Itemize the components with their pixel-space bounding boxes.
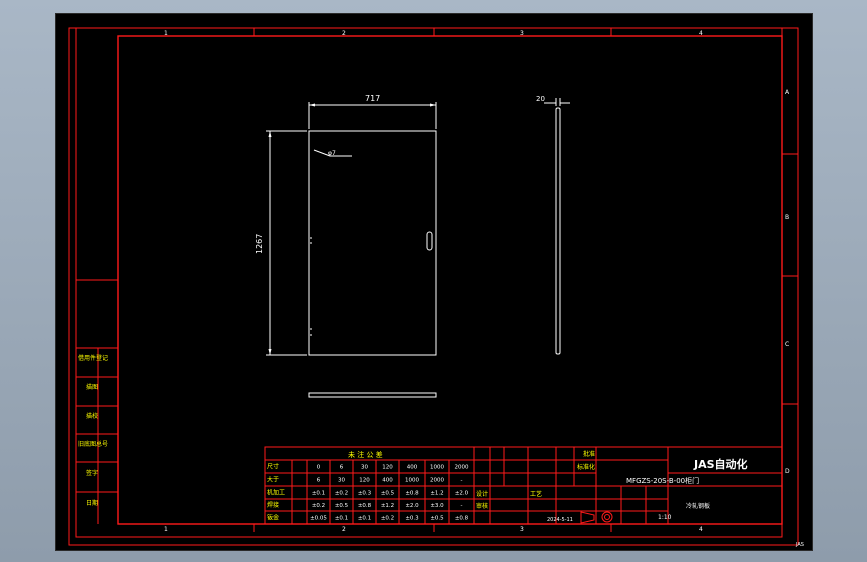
tolerance-cell: ±3.0 xyxy=(430,503,444,509)
tolerance-cell: ±1.2 xyxy=(430,491,443,497)
material-label: 冷轧钢板 xyxy=(686,502,710,510)
dim-arrow-bottom xyxy=(268,349,272,355)
zone-letter-b: B xyxy=(785,214,789,221)
dim-arrow-top xyxy=(268,131,272,137)
dim-arrow-right xyxy=(430,103,436,107)
tolerance-cell: 2000 xyxy=(430,478,444,484)
cad-viewport[interactable]: 1 2 3 4 1 2 3 4 A B C D 借用件登记 描图 描校 旧底图总… xyxy=(55,13,813,551)
zone-letter-a: A xyxy=(785,89,790,96)
zone-top-4: 4 xyxy=(699,30,703,37)
tolerance-cell: 120 xyxy=(382,465,393,471)
tolerance-cell: 1000 xyxy=(405,478,419,484)
tolerance-cell: ±2.0 xyxy=(455,491,469,497)
tolerance-cell: ±0.8 xyxy=(455,516,469,522)
projection-symbol xyxy=(580,511,613,524)
zone-top-1: 1 xyxy=(164,30,168,37)
side-label-trace: 描图 xyxy=(86,383,98,391)
tolerance-cell: ±0.2 xyxy=(335,491,348,497)
company-name: JAS自动化 xyxy=(693,457,748,471)
tolerance-cell: ±2.0 xyxy=(405,503,419,509)
tolerance-cell: 30 xyxy=(361,465,368,471)
tolerance-cell: 2000 xyxy=(455,465,469,471)
inner-frame xyxy=(75,27,783,538)
front-view xyxy=(266,102,437,356)
tolerance-cell: 0 xyxy=(317,465,321,471)
drawing-sheet: 1 2 3 4 1 2 3 4 A B C D 借用件登记 描图 描校 旧底图总… xyxy=(68,27,804,548)
zone-bottom-3: 3 xyxy=(520,526,524,533)
zone-bottom-1: 1 xyxy=(164,526,168,533)
tolerance-cell: ±0.2 xyxy=(381,516,394,522)
tolerance-cell: ±0.2 xyxy=(312,503,325,509)
tolerance-cell: ±0.5 xyxy=(430,516,444,522)
dimension-height: 1267 xyxy=(255,234,264,254)
title-block-grid xyxy=(473,446,783,525)
tolerance-cell: 400 xyxy=(382,478,393,484)
tolerance-cell: 1000 xyxy=(430,465,444,471)
side-label-old-base: 旧底图总号 xyxy=(78,440,108,448)
corner-mark: JAS xyxy=(795,542,804,548)
tolerance-cell: ±0.3 xyxy=(405,516,419,522)
zone-top-2: 2 xyxy=(342,30,346,37)
tolerance-cell: ±0.5 xyxy=(335,503,349,509)
side-view xyxy=(544,98,570,355)
tolerance-row-label: 焊接 xyxy=(267,501,279,509)
tolerance-cell: 400 xyxy=(407,465,418,471)
dimension-hole: φ7 xyxy=(328,150,336,157)
tolerance-cell: ±0.3 xyxy=(358,491,372,497)
tolerance-row-label: 钣金 xyxy=(267,514,279,522)
zone-ticks xyxy=(253,28,798,532)
process-label: 工艺 xyxy=(530,490,542,498)
tolerance-row-label: 尺寸 xyxy=(267,463,279,471)
drawing-border xyxy=(117,35,783,525)
tolerance-cell: 6 xyxy=(340,465,344,471)
zone-letter-c: C xyxy=(785,341,789,348)
dimension-width: 717 xyxy=(365,94,380,103)
tolerance-cell: - xyxy=(461,503,463,509)
tolerance-cell: 6 xyxy=(317,478,321,484)
tolerance-cell: - xyxy=(461,478,463,484)
design-label: 设计 xyxy=(476,490,488,498)
side-label-sign: 签字 xyxy=(86,469,98,477)
side-label-trace-check: 描校 xyxy=(86,412,98,420)
side-label-date: 日期 xyxy=(86,499,98,507)
scale-value: 1:10 xyxy=(658,514,672,521)
drawing-number: MFGZS-20S-B-00柜门 xyxy=(626,476,699,485)
tolerance-cell: ±1.2 xyxy=(381,503,394,509)
standardize-label: 标准化 xyxy=(577,463,595,471)
tolerance-cell: ±0.1 xyxy=(335,516,348,522)
dimension-depth: 20 xyxy=(536,95,545,103)
side-label-borrowed: 借用件登记 xyxy=(78,354,108,362)
dim-arrow-left xyxy=(309,103,315,107)
check-label: 审核 xyxy=(476,502,488,510)
bottom-view xyxy=(308,392,437,398)
left-strip xyxy=(76,279,118,524)
tolerance-title: 未 注 公 差 xyxy=(348,450,383,459)
zone-bottom-4: 4 xyxy=(699,526,703,533)
zone-top-3: 3 xyxy=(520,30,524,37)
zone-bottom-2: 2 xyxy=(342,526,346,533)
tolerance-cell: ±0.8 xyxy=(358,503,372,509)
tolerance-cell: 30 xyxy=(338,478,345,484)
approve-label: 批准 xyxy=(583,450,595,458)
tolerance-cell: 120 xyxy=(359,478,370,484)
tolerance-row-label: 机加工 xyxy=(267,489,285,497)
tolerance-cell: ±0.05 xyxy=(310,516,327,522)
tolerance-cells: 尺寸 0 6 30 120 400 1000 2000 大于 6 30 120 400 1000 2000 -… xyxy=(267,463,469,522)
tolerance-row-label: 大于 xyxy=(267,476,279,484)
tolerance-cell: ±0.8 xyxy=(405,491,419,497)
tolerance-cell: ±0.1 xyxy=(312,491,325,497)
date-value: 2024-5-11 xyxy=(547,517,573,523)
zone-letter-d: D xyxy=(785,468,790,475)
tolerance-cell: ±0.1 xyxy=(358,516,371,522)
tolerance-cell: ±0.5 xyxy=(381,491,395,497)
